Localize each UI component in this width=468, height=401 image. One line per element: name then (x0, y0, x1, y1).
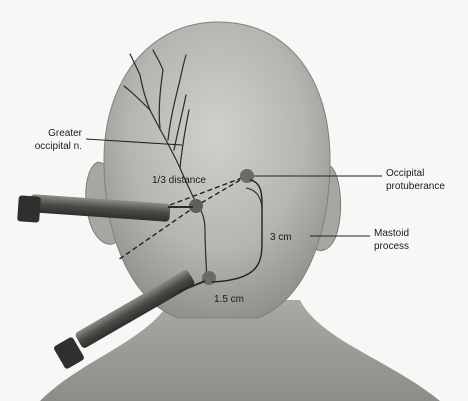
injection-site-lower (202, 271, 216, 285)
label-protuberance: protuberance (386, 181, 445, 192)
label-one-third-distance: 1/3 distance (152, 175, 206, 186)
label-occipital: Occipital (386, 168, 424, 179)
head-back (104, 22, 330, 318)
label-one-five-cm: 1.5 cm (214, 294, 244, 305)
label-occipital-n: occipital n. (35, 141, 82, 152)
label-process: process (374, 241, 409, 252)
label-greater: Greater (48, 128, 83, 139)
label-mastoid: Mastoid (374, 228, 409, 239)
label-three-cm: 3 cm (270, 232, 292, 243)
